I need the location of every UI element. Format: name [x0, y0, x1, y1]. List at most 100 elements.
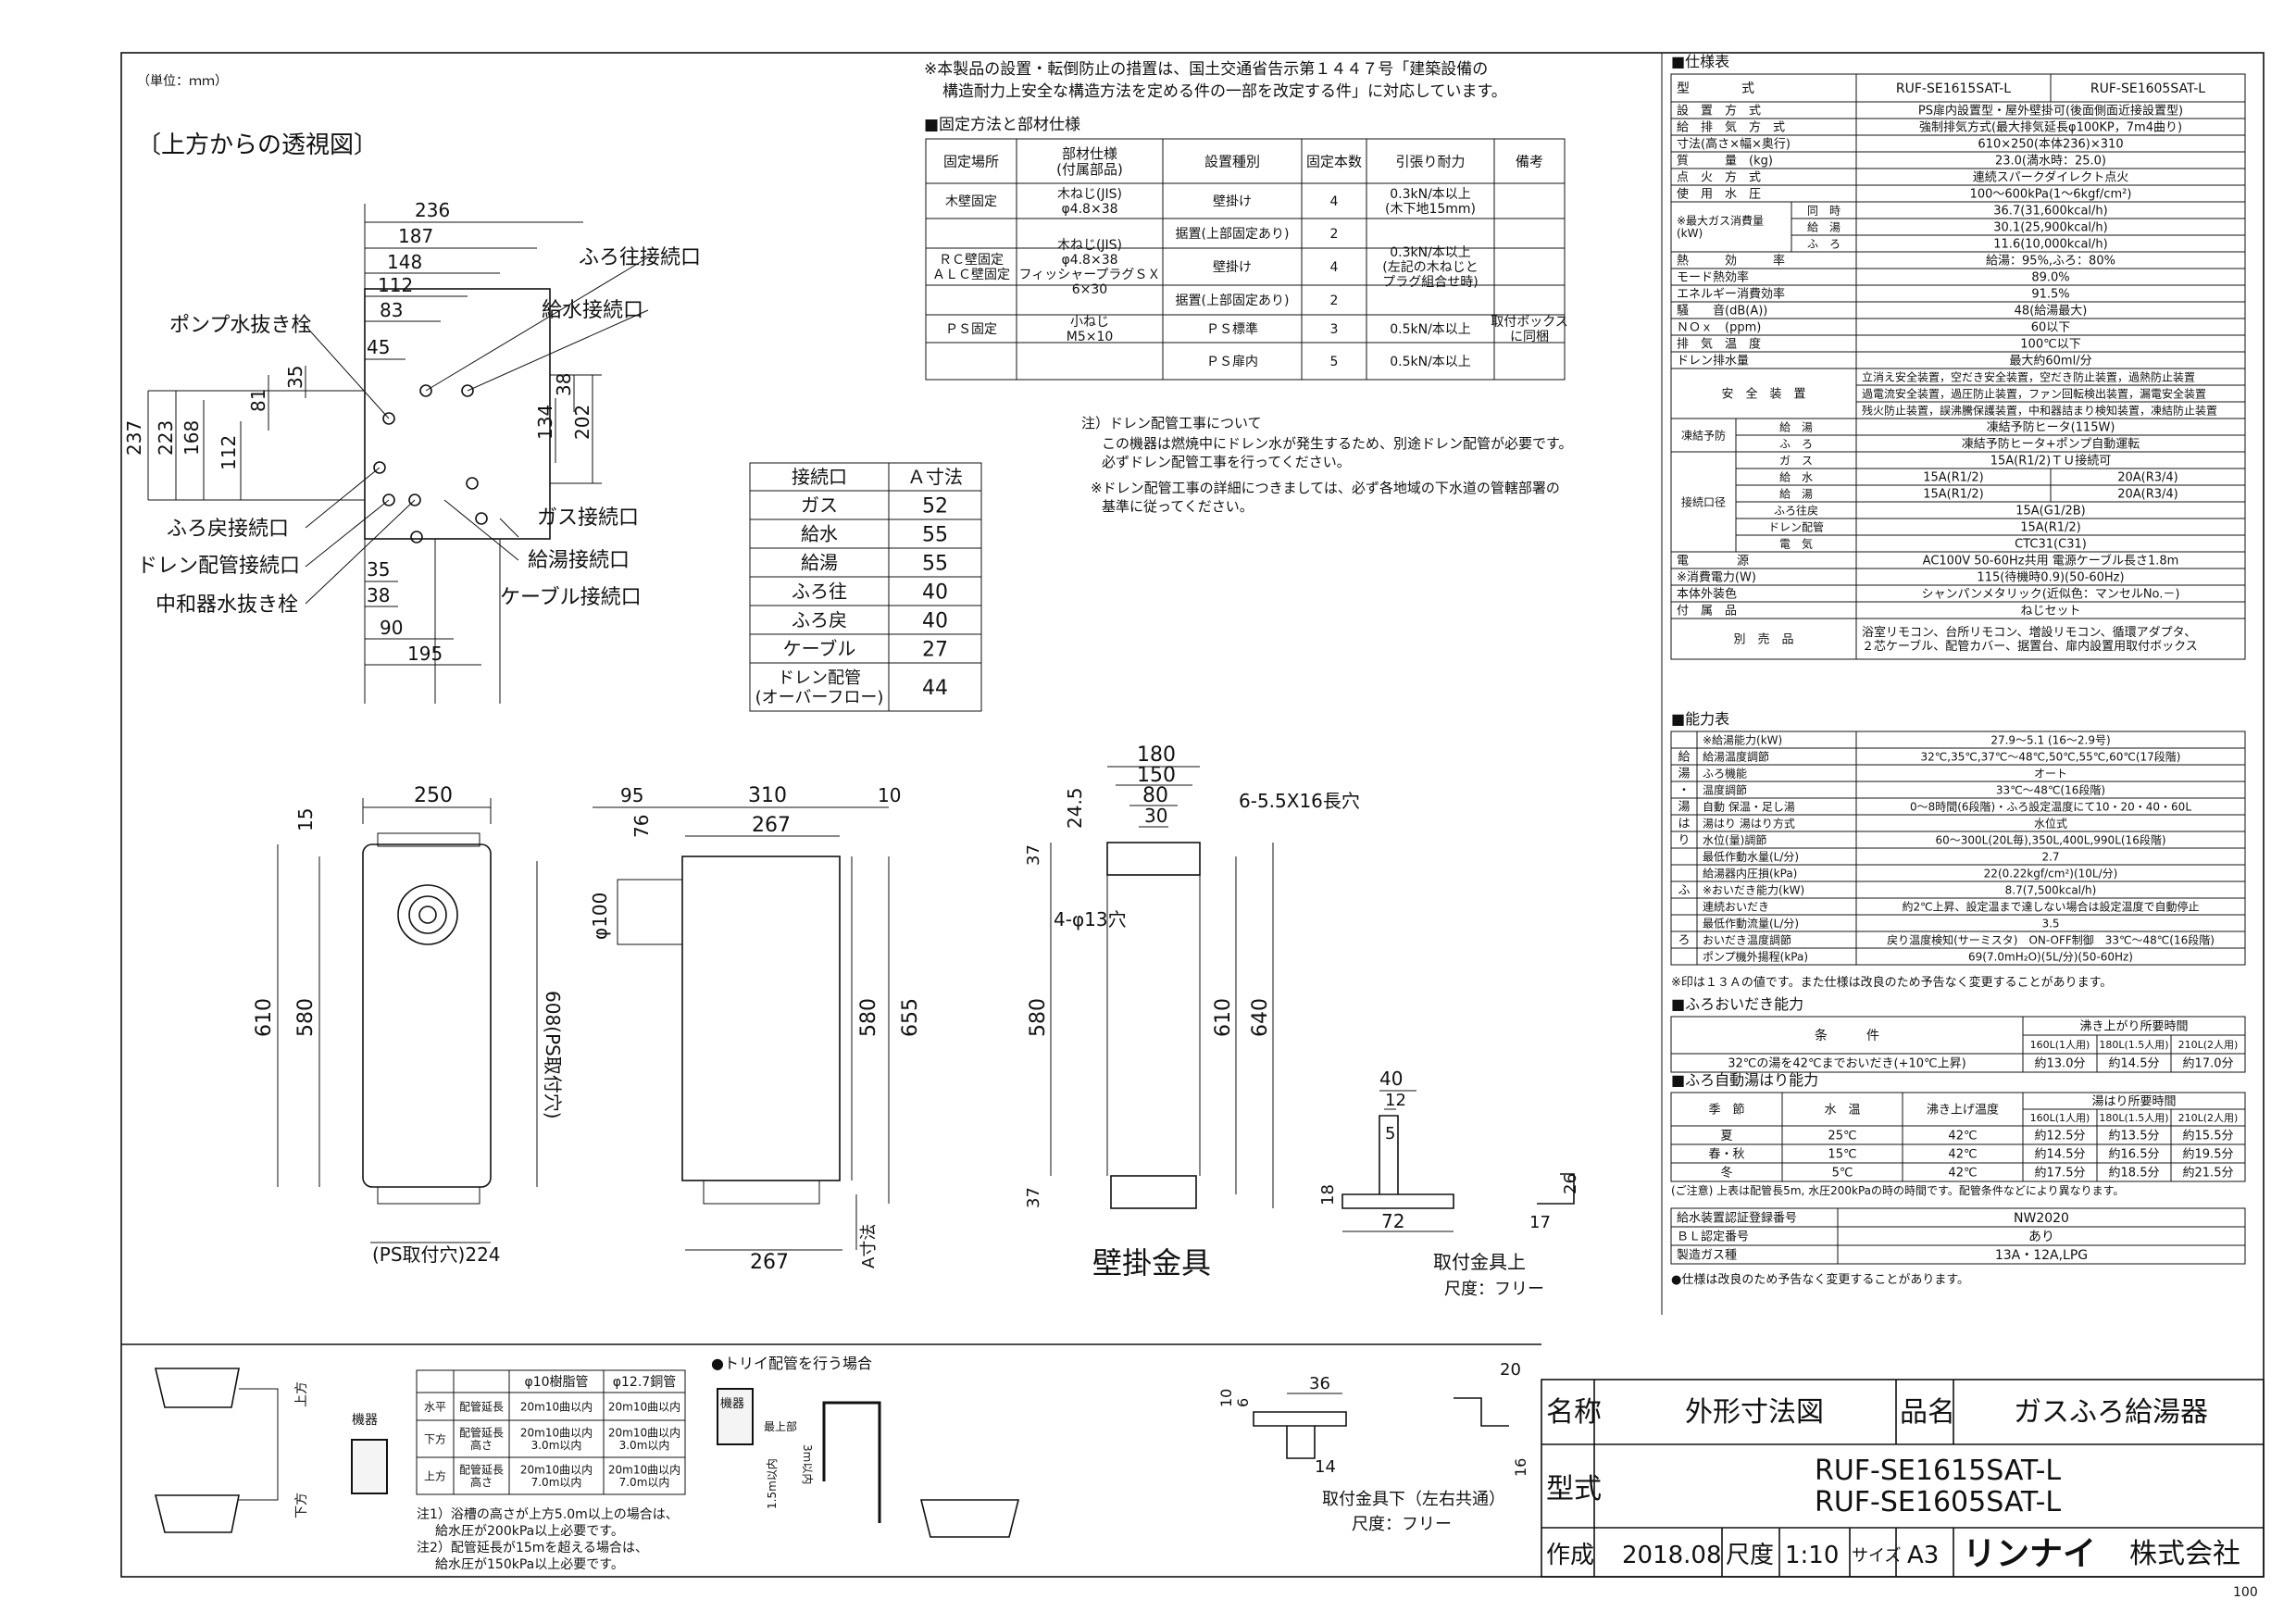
- autofill-time: 約13.5分: [2109, 1130, 2160, 1143]
- drain-note-4: ※ドレン配管工事の詳細につきましては、必ず各地域の下水道の管轄部署の: [1091, 480, 1560, 496]
- ability-group: 給: [1678, 751, 1690, 765]
- fixing-cell: φ4.8×38: [1061, 202, 1117, 217]
- ability-label: 最低作動流量(L/分): [1703, 917, 1799, 930]
- bracket-w2: 150: [1137, 764, 1176, 787]
- fixing-cell-cell: [1493, 284, 1566, 316]
- spec-value: 91.5%: [2031, 288, 2069, 302]
- pipe-cell: 高さ: [470, 1475, 493, 1489]
- upper-dim-18: 18: [1318, 1184, 1338, 1206]
- autofill-time: 約14.5分: [2035, 1148, 2086, 1162]
- label-pump-drain: ポンプ水抜き栓: [169, 314, 311, 337]
- conn-port: ガス: [801, 494, 838, 517]
- spec-value: 48(給湯最大): [2015, 305, 2088, 319]
- drain-note-5: 基準に従ってください。: [1102, 498, 1254, 515]
- conn-value: 55: [922, 552, 948, 575]
- lower-dim-10: 10: [1217, 1389, 1235, 1407]
- conn-header: 接続口: [792, 466, 847, 488]
- cert-value: あり: [2028, 1230, 2054, 1244]
- spec-conn-sub: 給 水: [1779, 470, 1813, 483]
- bracket-h3: 640: [1249, 998, 1272, 1037]
- front-ps-width: (PS取付穴)224: [372, 1243, 501, 1266]
- autofill-col: 180L(1.5人用): [2099, 1112, 2168, 1124]
- ability-label: ふろ機能: [1703, 766, 1747, 780]
- reheat-cond-label: 条 件: [1815, 1028, 1879, 1043]
- fixing-cell: 4: [1330, 260, 1339, 275]
- spec-freeze-value: 凍結予防ヒータ(115W): [1987, 420, 2115, 435]
- conn-header: Ａ寸法: [907, 466, 963, 488]
- ability-group: り: [1678, 834, 1690, 848]
- pipe-equipment-label: 機器: [352, 1413, 378, 1428]
- lower-dim-14: 14: [1315, 1457, 1336, 1477]
- autofill-cell: 42℃: [1948, 1130, 1977, 1143]
- reheat-time-cell: [2170, 1053, 2246, 1073]
- spec-gas-value: 30.1(25,900kcal/h): [1993, 221, 2107, 235]
- fixing-header: 引張り耐力: [1395, 153, 1465, 169]
- spec-label: 質 量 (kg): [1677, 155, 1773, 169]
- conn-value: 52: [922, 494, 948, 518]
- dim-left-5: 35: [284, 366, 306, 389]
- spec-safety-label: 安 全 装 置: [1721, 387, 1805, 402]
- fixing-cell-cell: [1493, 247, 1566, 286]
- title-scale-label: 尺度: [1726, 1542, 1774, 1569]
- fixing-cell: (木下地15mm): [1385, 202, 1476, 217]
- company-logo: リンナイ: [1963, 1535, 2096, 1573]
- drain-note-3: 必ずドレン配管工事を行ってください。: [1102, 454, 1351, 470]
- spec-gas-label: (kW): [1677, 227, 1703, 240]
- ability-value: 3.5: [2041, 917, 2059, 930]
- autofill-table: 季 節水 温沸き上げ温度湯はり所要時間160L(1人用)180L(1.5人用)2…: [1670, 1092, 2246, 1182]
- bracket-top-left: 37: [1024, 844, 1043, 866]
- lower-dim-6: 6: [1234, 1398, 1252, 1407]
- fixing-cell: 木ねじ(JIS): [1057, 238, 1122, 253]
- ability-label: 水位(量)調節: [1703, 832, 1766, 846]
- ability-label: 給湯温度調節: [1703, 749, 1769, 763]
- pipe-cell: 水平: [424, 1400, 446, 1413]
- spec-value: 最大約60ml/分: [2009, 355, 2091, 369]
- spec-conn-sub: 電 気: [1779, 536, 1813, 550]
- corner-number: 100: [2233, 1585, 2258, 1600]
- dim-right-0: 38: [553, 373, 575, 396]
- dim-bottom-2: 90: [380, 617, 403, 639]
- fixing-header: 固定場所: [943, 153, 999, 169]
- furo-return-port: [373, 461, 386, 474]
- spec-value: 89.0%: [2031, 271, 2069, 285]
- upper-dim-12: 12: [1385, 1091, 1406, 1110]
- spec-freeze-sub: 給 湯: [1779, 420, 1813, 433]
- side-back: 10: [878, 784, 901, 806]
- piping-illustration: [154, 1368, 388, 1533]
- pipe-note-4: 給水圧が150kPa以上必要です。: [435, 1557, 624, 1572]
- autofill-cell: 春・秋: [1708, 1148, 1744, 1162]
- drain-note-2: この機器は燃焼中にドレン水が発生するため、別途ドレン配管が必要です。: [1102, 435, 1573, 452]
- label-furo-out: ふろ往接続口: [579, 246, 701, 269]
- cert-value: 13A・12A,LPG: [1995, 1248, 2088, 1263]
- ability-value: 27.9～5.1 (16～2.9号): [1990, 733, 2110, 746]
- pipe-cell: 20m10曲以内: [608, 1463, 680, 1476]
- conn-value-cell: [888, 662, 982, 712]
- fixing-cell: 木壁固定: [945, 194, 997, 209]
- spec-label: ドレン排水量: [1677, 355, 1749, 369]
- fixing-cell: 5: [1330, 355, 1339, 369]
- fixing-cell: 壁掛け: [1213, 194, 1252, 209]
- fixing-cell: M5×10: [1067, 330, 1114, 344]
- fixing-cell-cell: [925, 342, 1017, 381]
- side-depth: 310: [748, 784, 787, 807]
- ability-group: ・: [1678, 784, 1690, 798]
- autofill-time: 約17.5分: [2035, 1167, 2086, 1181]
- fixing-header: 設置種別: [1204, 153, 1260, 169]
- spec-label: エネルギー消費効率: [1677, 287, 1785, 302]
- spec-label: 排 気 温 度: [1677, 337, 1761, 352]
- upper-dim-17: 17: [1529, 1213, 1551, 1232]
- label-cable: ケーブル接続口: [500, 586, 642, 609]
- fixing-cell: 0.5kN/本以上: [1390, 322, 1471, 337]
- title-name-label: 名称: [1546, 1396, 1602, 1429]
- spec-safety-line: 立消え安全装置，空だき安全装置，空だき防止装置，過熱防止装置: [1862, 369, 2195, 383]
- autofill-time: 約12.5分: [2035, 1130, 2086, 1143]
- dim-bottom-1: 38: [367, 584, 390, 606]
- conn-port: ふろ戻: [792, 609, 847, 631]
- autofill-header: 沸き上げ温度: [1927, 1103, 1999, 1118]
- side-view: [593, 806, 890, 1251]
- reheat-col: 210L(2人用): [2178, 1039, 2239, 1051]
- autofill-time-cell: [2170, 1162, 2246, 1182]
